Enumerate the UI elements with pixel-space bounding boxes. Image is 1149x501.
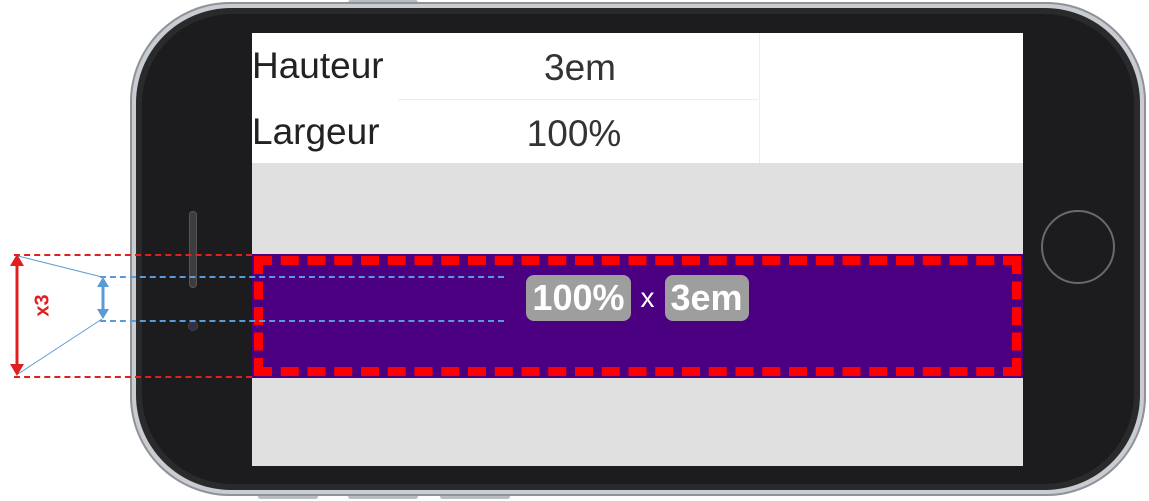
inner-arrow-head-bottom <box>97 309 109 319</box>
inner-arrow-head-top <box>97 277 109 287</box>
volume-button-bottom-2 <box>348 494 418 499</box>
inner-guide-top <box>100 276 504 278</box>
scale-arrows <box>10 254 109 376</box>
volume-button-bottom-1 <box>258 494 318 499</box>
times-separator: x <box>640 282 655 313</box>
front-camera <box>189 322 197 330</box>
properties-table: Hauteur 3em Largeur 100% <box>252 33 1023 163</box>
home-button[interactable] <box>1041 210 1115 284</box>
demo-bar-dashed-border <box>254 256 1021 376</box>
demo-bar-caption: 100% x 3em <box>252 275 1023 321</box>
table-divider-row <box>398 99 758 100</box>
property-label-width: Largeur <box>252 111 380 152</box>
outer-arrow-head-bottom <box>10 364 24 376</box>
outer-arrow-head-top <box>10 254 24 266</box>
width-chip: 100% <box>526 275 631 321</box>
outer-guide-bottom <box>14 376 252 378</box>
outer-guide-top <box>14 254 252 256</box>
phone-screen: Hauteur 3em Largeur 100% <box>252 33 1023 466</box>
property-label-height: Hauteur <box>252 45 384 86</box>
projection-line-bottom <box>17 318 103 375</box>
height-chip: 3em <box>664 275 749 321</box>
multiplier-label: x3 <box>31 294 54 317</box>
speaker-grille <box>189 211 197 288</box>
demo-bar <box>252 254 1023 378</box>
property-value-height: 3em <box>544 47 616 88</box>
table-divider-right <box>759 33 760 163</box>
projection-line-top <box>17 255 103 278</box>
property-value-width: 100% <box>526 113 622 154</box>
volume-button-bottom-3 <box>440 494 510 499</box>
inner-guide-bottom <box>100 320 504 322</box>
